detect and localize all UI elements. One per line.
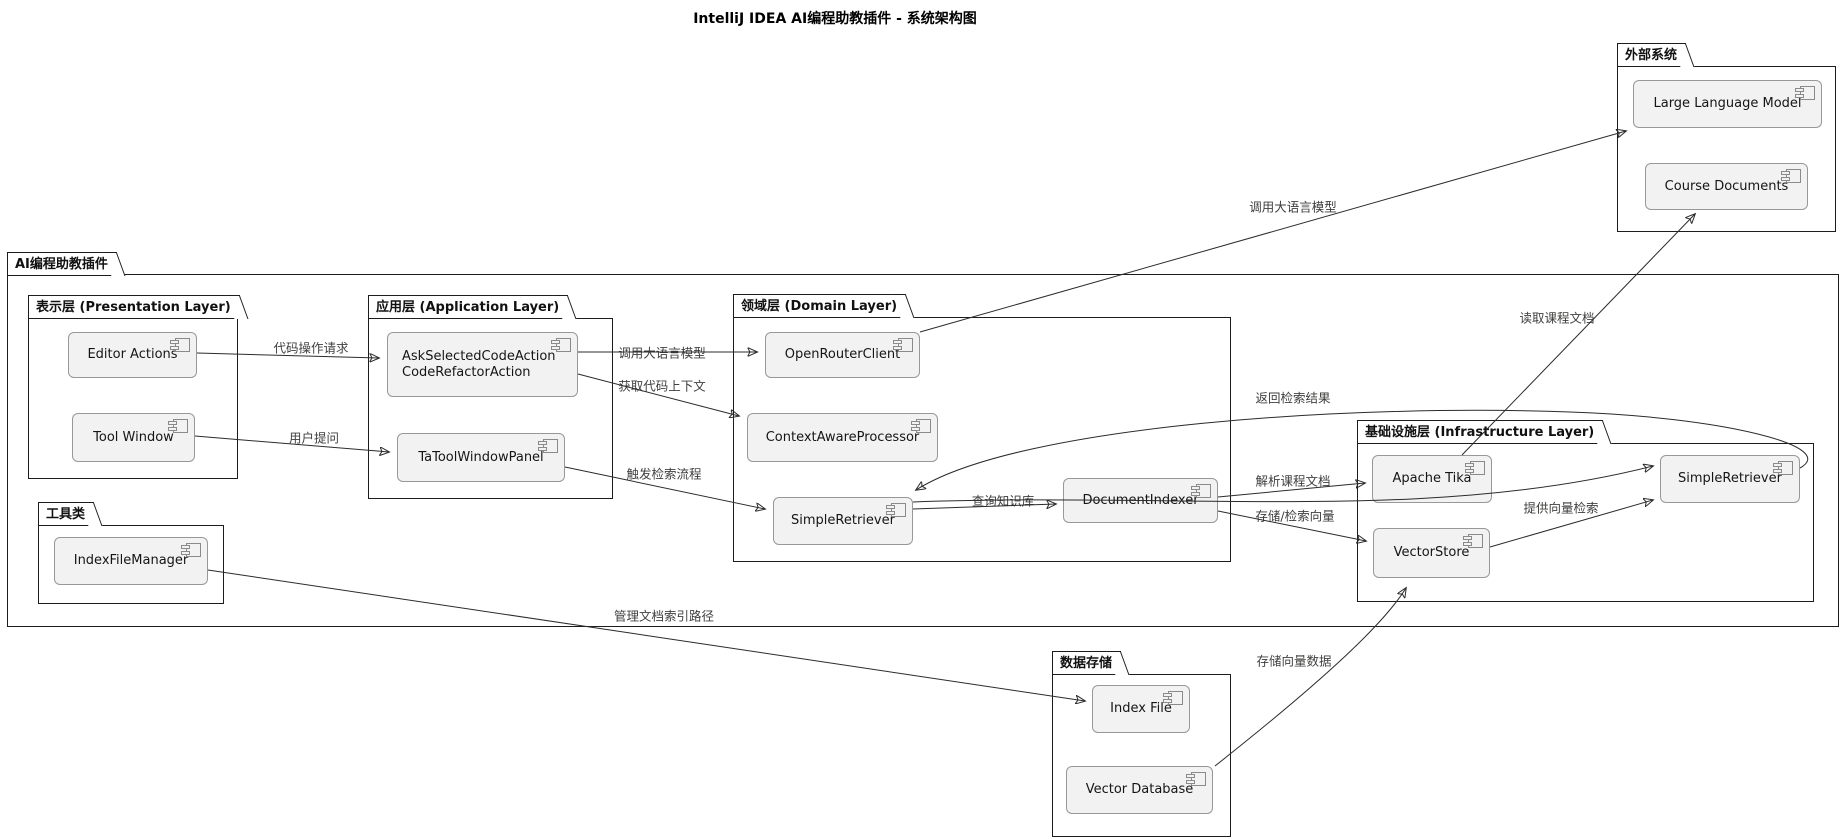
edge-label-query-kb: 查询知识库 [971, 493, 1035, 509]
component-icon [893, 338, 913, 352]
component-icon [1463, 534, 1483, 548]
diagram-title: IntelliJ IDEA AI编程助教插件 - 系统架构图 [693, 11, 977, 27]
component-label: DocumentIndexer [1082, 492, 1199, 508]
package-domain-label: 领域层 (Domain Layer) [741, 299, 898, 314]
package-plugin-label: AI编程助教插件 [15, 257, 108, 272]
edge-label-vector-search: 提供向量检索 [1523, 500, 1599, 516]
component-label-line2: CodeRefactorAction [402, 364, 531, 380]
component-simple-retriever-domain: SimpleRetriever [773, 497, 913, 545]
component-label: Tool Window [93, 429, 174, 445]
component-tool-window: Tool Window [72, 413, 195, 462]
component-large-language-model: Large Language Model [1633, 80, 1822, 128]
package-infrastructure-tab: 基础设施层 (Infrastructure Layer) [1357, 420, 1601, 444]
component-label: TaToolWindowPanel [418, 449, 544, 465]
component-course-documents: Course Documents [1645, 163, 1808, 210]
component-icon [170, 338, 190, 352]
component-label: SimpleRetriever [1678, 471, 1782, 486]
package-tools-tab: 工具类 [38, 502, 92, 526]
package-domain-tab: 领域层 (Domain Layer) [733, 294, 904, 318]
edge-label-code-request: 代码操作请求 [273, 340, 349, 356]
edge-label-call-llm-external: 调用大语言模型 [1249, 199, 1337, 215]
package-application-label: 应用层 (Application Layer) [376, 300, 560, 315]
edge-label-store-vector-data: 存储向量数据 [1256, 653, 1332, 669]
component-icon [538, 439, 558, 453]
component-icon [1163, 691, 1183, 705]
component-icon [1186, 772, 1206, 786]
component-label: Index File [1110, 701, 1172, 716]
component-icon [1465, 461, 1485, 475]
component-icon [1191, 484, 1211, 498]
component-label: VectorStore [1393, 545, 1470, 560]
edge-label-read-docs: 读取课程文档 [1519, 310, 1595, 326]
component-label: Apache Tika [1392, 471, 1472, 486]
component-label: IndexFileManager [73, 553, 189, 568]
edge-label-trigger-retrieval: 触发检索流程 [626, 466, 702, 482]
edge-label-manage-index: 管理文档索引路径 [613, 608, 715, 624]
package-application-tab: 应用层 (Application Layer) [368, 295, 566, 319]
component-icon [1781, 169, 1801, 183]
edge-label-call-llm: 调用大语言模型 [618, 345, 706, 361]
component-icon [551, 338, 571, 352]
package-external-tab: 外部系统 [1617, 43, 1684, 67]
edge-label-return-results: 返回检索结果 [1255, 390, 1331, 406]
component-icon [886, 503, 906, 517]
edge-label-parse-docs: 解析课程文档 [1255, 473, 1331, 489]
component-editor-actions: Editor Actions [68, 332, 197, 378]
package-tools-body [38, 525, 224, 604]
edge-label-store-vectors: 存储/检索向量 [1255, 508, 1335, 524]
package-datastore-tab: 数据存储 [1052, 651, 1119, 675]
component-label: ContextAwareProcessor [765, 429, 920, 445]
package-datastore-label: 数据存储 [1060, 656, 1113, 671]
component-label: SimpleRetriever [791, 513, 895, 528]
component-vector-database: Vector Database [1066, 766, 1213, 814]
component-index-file-manager: IndexFileManager [54, 537, 208, 585]
package-presentation-tab: 表示层 (Presentation Layer) [28, 295, 237, 319]
package-presentation-label: 表示层 (Presentation Layer) [36, 300, 231, 315]
component-label: Large Language Model [1653, 96, 1802, 111]
component-vector-store: VectorStore [1373, 528, 1490, 578]
component-simple-retriever-infra: SimpleRetriever [1660, 455, 1800, 503]
component-icon [168, 419, 188, 433]
package-external-label: 外部系统 [1625, 48, 1678, 63]
component-ask-selected-code-action: AskSelectedCodeAction CodeRefactorAction [387, 332, 578, 397]
component-ta-tool-window-panel: TaToolWindowPanel [397, 433, 565, 482]
component-label: Course Documents [1664, 178, 1789, 194]
component-index-file: Index File [1092, 685, 1190, 733]
component-icon [911, 419, 931, 433]
package-infrastructure-label: 基础设施层 (Infrastructure Layer) [1365, 425, 1595, 440]
component-icon [1773, 461, 1793, 475]
component-icon [181, 543, 201, 557]
package-plugin-tab: AI编程助教插件 [7, 252, 114, 276]
component-open-router-client: OpenRouterClient [765, 332, 920, 378]
component-label: Vector Database [1085, 782, 1194, 797]
component-document-indexer: DocumentIndexer [1063, 478, 1218, 523]
edge-label-get-context: 获取代码上下文 [618, 378, 706, 394]
component-label-line1: AskSelectedCodeAction [402, 348, 556, 364]
package-tools-label: 工具类 [46, 507, 86, 522]
edge-label-user-question: 用户提问 [288, 430, 340, 446]
component-apache-tika: Apache Tika [1372, 455, 1492, 503]
component-context-aware-processor: ContextAwareProcessor [747, 413, 938, 462]
component-label: Editor Actions [87, 347, 178, 362]
component-label: OpenRouterClient [784, 347, 901, 362]
component-icon [1795, 86, 1815, 100]
